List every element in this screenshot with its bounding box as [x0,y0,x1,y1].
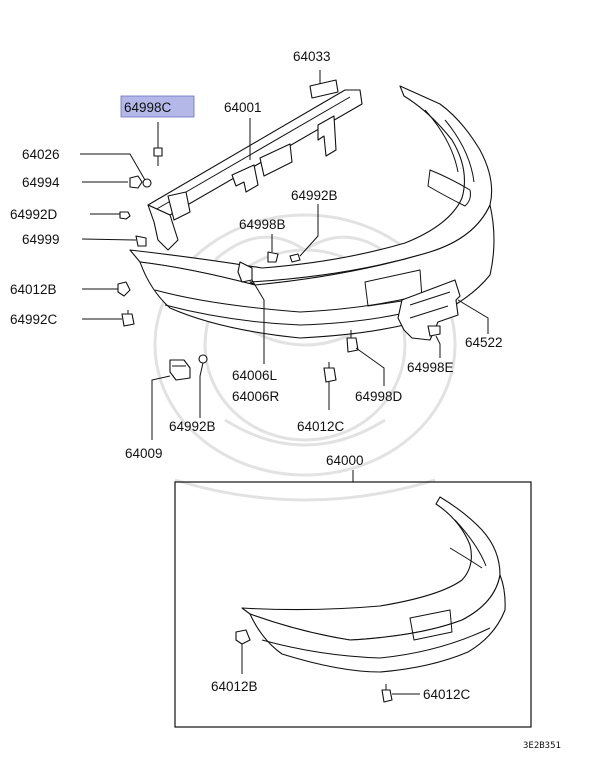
part-label-64998c: 64998C [124,100,172,115]
part-label-64992d: 64992D [10,207,58,222]
part-label-64994: 64994 [22,175,60,190]
fastener-shapes-upper [117,147,441,383]
part-label-64999: 64999 [22,232,60,247]
assembly-box-64000 [174,481,532,728]
part-label-64998d: 64998D [355,389,403,404]
part-label-64012c: 64012C [297,419,345,434]
part-label-64012c-box: 64012C [423,687,471,702]
part-label-64992b-top: 64992B [291,188,338,203]
part-label-64992b-bottom: 64992B [169,419,216,434]
bumper-reinforcement-shape [147,79,363,251]
fastener-shapes-lower [235,629,393,703]
part-label-64998e: 64998E [407,360,454,375]
part-label-64992c: 64992C [10,312,58,327]
part-label-64000: 64000 [326,453,364,468]
leader-lines-upper [80,70,489,440]
part-label-64026: 64026 [22,147,60,162]
bracket-64009-shape [169,359,191,381]
part-label-group-upper: 64033 64998C 64001 64026 64994 64992B 64… [10,49,503,468]
leader-lines-lower [241,644,420,695]
part-label-64012b-box: 64012B [211,679,258,694]
highlight-64998c [120,95,195,118]
part-label-64006r: 64006R [232,389,280,404]
diagram-code: 3E2B351 [523,741,561,751]
part-label-64001: 64001 [224,100,262,115]
part-label-64009: 64009 [125,446,163,461]
side-support-shape [397,279,461,341]
part-label-64012b: 64012B [10,282,57,297]
part-label-64033: 64033 [293,49,331,64]
part-label-64998b: 64998B [239,217,286,232]
part-label-64522: 64522 [465,335,503,350]
part-label-64006l: 64006L [232,368,278,383]
bumper-assembly-shape [241,496,506,673]
